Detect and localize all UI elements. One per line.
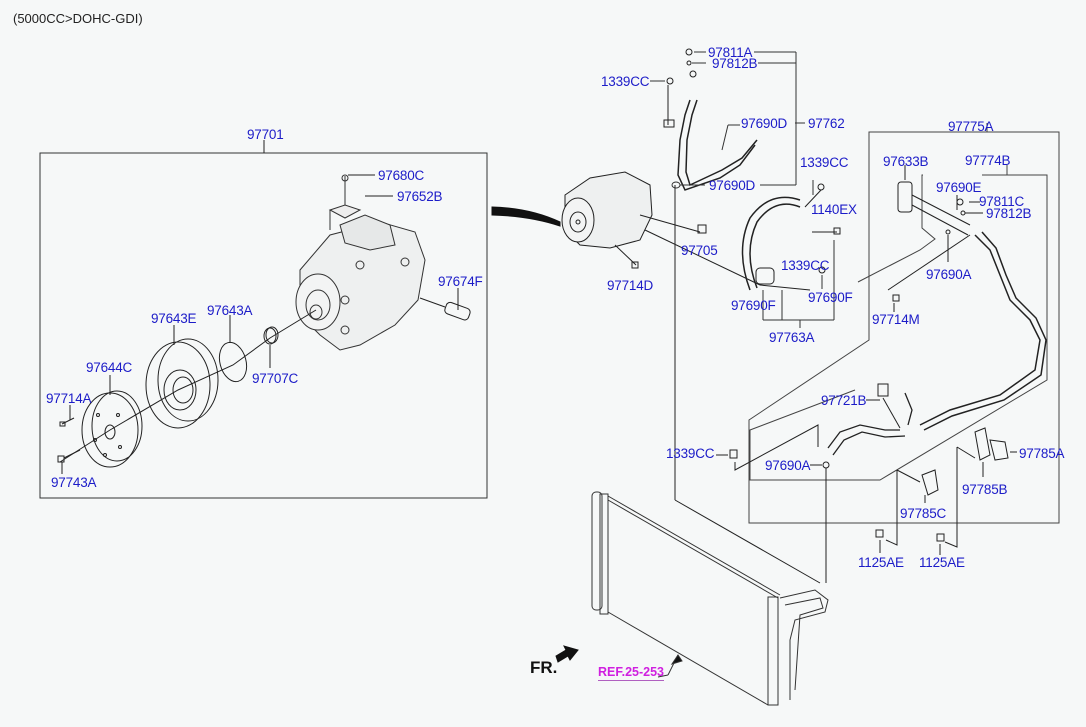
part-label-1339CC[interactable]: 1339CC (781, 258, 830, 273)
callout-arrow-icon (492, 207, 560, 226)
front-direction-label: FR. (530, 658, 558, 677)
part-label-1125AE[interactable]: 1125AE (858, 555, 904, 570)
part-label-97707C[interactable]: 97707C (252, 371, 299, 386)
leader-lines-compressor (62, 175, 458, 474)
part-label-97644C[interactable]: 97644C (86, 360, 133, 375)
discharge-hose-group-bracket (650, 52, 805, 188)
part-label-97643A[interactable]: 97643A (207, 303, 253, 318)
part-label-97652B[interactable]: 97652B (397, 189, 443, 204)
assembly-axis-line (60, 310, 316, 462)
snap-ring-drawing (215, 339, 250, 384)
compressor-assembly-frame (40, 140, 487, 498)
suction-pipe-drawing (645, 184, 840, 290)
part-label-97714D[interactable]: 97714D (607, 278, 654, 293)
part-label-1339CC[interactable]: 1339CC (601, 74, 650, 89)
part-label-97785C[interactable]: 97785C (900, 506, 947, 521)
engine-spec-title: (5000CC>DOHC-GDI) (13, 11, 143, 26)
part-label-97690E[interactable]: 97690E (936, 180, 982, 195)
part-label-97714M[interactable]: 97714M (872, 312, 920, 327)
part-label-97812B[interactable]: 97812B (986, 206, 1032, 221)
condenser-drawing (592, 492, 828, 705)
part-label-1140EX[interactable]: 1140EX (811, 202, 857, 217)
part-label-97690F[interactable]: 97690F (731, 298, 776, 313)
part-label-liquid-tube-assembly[interactable]: 97775A (948, 119, 994, 134)
part-label-97690A[interactable]: 97690A (765, 458, 811, 473)
part-label-97705[interactable]: 97705 (681, 243, 718, 258)
part-label-97680C[interactable]: 97680C (378, 168, 425, 183)
part-label-1125AE[interactable]: 1125AE (919, 555, 965, 570)
part-label-97785A[interactable]: 97785A (1019, 446, 1065, 461)
part-label-97690D[interactable]: 97690D (709, 178, 756, 193)
bracket-drawing (876, 428, 1017, 555)
part-label-discharge-hose-assembly[interactable]: 97762 (808, 116, 845, 131)
pressure-sensor-drawing (420, 298, 471, 321)
liquid-tube-drawing (828, 182, 1046, 455)
part-label-1339CC[interactable]: 1339CC (666, 446, 715, 461)
part-label-97690F[interactable]: 97690F (808, 290, 853, 305)
part-label-97690D[interactable]: 97690D (741, 116, 788, 131)
part-label-97743A[interactable]: 97743A (51, 475, 97, 490)
part-label-97643E[interactable]: 97643E (151, 311, 197, 326)
part-label-97690A[interactable]: 97690A (926, 267, 972, 282)
bolt-drawing (58, 418, 80, 462)
part-label-97785B[interactable]: 97785B (962, 482, 1008, 497)
part-label-1339CC[interactable]: 1339CC (800, 155, 849, 170)
suction-group-bracket (763, 180, 834, 328)
part-label-suction-pipe-assembly[interactable]: 97763A (769, 330, 815, 345)
liquid-tube-leaders (716, 165, 983, 583)
part-label-97811A[interactable]: 97811A (708, 45, 753, 60)
part-label-97812B[interactable]: 97812B (712, 56, 758, 71)
bearing-drawing (264, 327, 278, 344)
part-label-97633B[interactable]: 97633B (883, 154, 929, 169)
part-label-compressor-assembly[interactable]: 97701 (247, 127, 284, 142)
compressor-body-drawing (296, 175, 425, 350)
part-label-97721B[interactable]: 97721B (821, 393, 867, 408)
part-label-97811C[interactable]: 97811C (979, 194, 1025, 209)
compressor-small-drawing (562, 172, 706, 268)
pulley-drawing (146, 339, 218, 428)
reference-link-25-253[interactable]: REF.25-253 (598, 665, 665, 681)
front-arrow-icon (555, 645, 579, 663)
part-label-97714A[interactable]: 97714A (46, 391, 92, 406)
discharge-hose-drawing (664, 49, 757, 190)
part-label-liquid-tube-sub-assembly[interactable]: 97774B (965, 153, 1011, 168)
liquid-tube-assembly-frame (749, 123, 1059, 523)
part-label-97674F[interactable]: 97674F (438, 274, 483, 289)
